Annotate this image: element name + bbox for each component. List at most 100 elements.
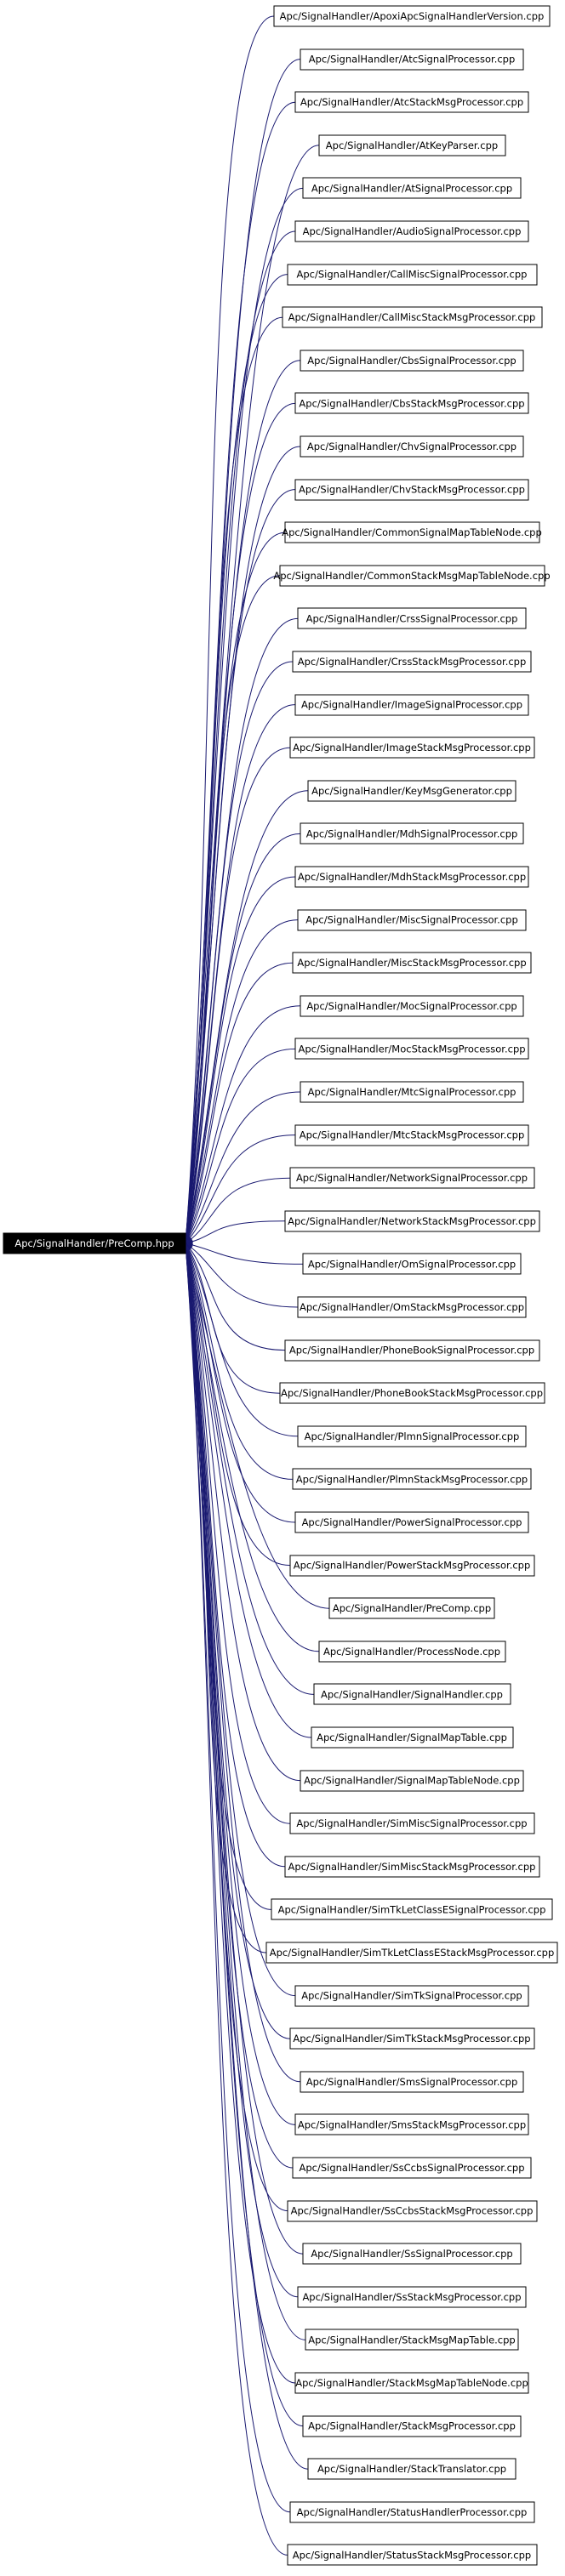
includer-node-sms-signal-processor[interactable]: Apc/SignalHandler/SmsSignalProcessor.cpp [300,2071,524,2093]
include-edge-om-signal-processor [185,1241,304,1265]
includer-node-box [289,1555,535,1577]
includer-node-chv-stack-msg-processor[interactable]: Apc/SignalHandler/ChvStackMsgProcessor.c… [294,479,529,501]
includer-node-om-stack-msg-processor[interactable]: Apc/SignalHandler/OmStackMsgProcessor.cp… [297,1296,527,1318]
includer-node-box [282,306,543,328]
includer-node-status-stack-msg-processor[interactable]: Apc/SignalHandler/StatusStackMsgProcesso… [287,2544,538,2566]
includer-node-crss-stack-msg-processor[interactable]: Apc/SignalHandler/CrssStackMsgProcessor.… [292,651,532,673]
includer-node-box [287,264,538,286]
include-edge-sim-misc-signal-processor [182,1243,291,1824]
includer-node-sim-tk-stack-msg-processor[interactable]: Apc/SignalHandler/SimTkStackMsgProcessor… [289,2027,535,2050]
includer-node-box [292,2157,532,2179]
includer-node-sim-tk-let-class-estack-msg-processor[interactable]: Apc/SignalHandler/SimTkLetClassEStackMsg… [265,1942,558,1964]
includer-node-label: Apc/SignalHandler/SimMiscStackMsgProcess… [288,1861,536,1873]
includer-node-label: Apc/SignalHandler/MtcStackMsgProcessor.c… [300,1129,525,1141]
includer-node-box [289,1812,535,1834]
includer-node-cbs-signal-processor[interactable]: Apc/SignalHandler/CbsSignalProcessor.cpp [300,350,524,372]
include-edge-stack-msg-processor [182,1243,304,2427]
includer-node-sim-misc-signal-processor[interactable]: Apc/SignalHandler/SimMiscSignalProcessor… [289,1812,535,1834]
includer-node-common-stack-msg-map-table-node[interactable]: Apc/SignalHandler/CommonStackMsgMapTable… [273,565,551,587]
includer-node-at-key-parser[interactable]: Apc/SignalHandler/AtKeyParser.cpp [318,134,506,156]
includer-node-power-signal-processor[interactable]: Apc/SignalHandler/PowerSignalProcessor.c… [294,1511,529,1533]
includer-node-moc-stack-msg-processor[interactable]: Apc/SignalHandler/MocStackMsgProcessor.c… [294,1038,529,1060]
includer-node-sms-stack-msg-processor[interactable]: Apc/SignalHandler/SmsStackMsgProcessor.c… [294,2113,529,2135]
includer-node-label: Apc/SignalHandler/PreComp.cpp [333,1602,491,1614]
includer-node-network-stack-msg-processor[interactable]: Apc/SignalHandler/NetworkStackMsgProcess… [284,1210,540,1232]
includer-node-plmn-stack-msg-processor[interactable]: Apc/SignalHandler/PlmnStackMsgProcessor.… [292,1468,532,1490]
includer-node-sim-tk-signal-processor[interactable]: Apc/SignalHandler/SimTkSignalProcessor.c… [294,1985,529,2007]
includer-node-ss-ccbs-signal-processor[interactable]: Apc/SignalHandler/SsCcbsSignalProcessor.… [292,2157,532,2179]
includer-node-atc-signal-processor[interactable]: Apc/SignalHandler/AtcSignalProcessor.cpp [300,48,524,71]
includer-node-box [294,866,529,888]
includer-node-crss-signal-processor[interactable]: Apc/SignalHandler/CrssSignalProcessor.cp… [297,607,527,629]
includer-node-label: Apc/SignalHandler/CommonSignalMapTableNo… [282,526,542,538]
includer-node-box [294,479,529,501]
includer-node-ss-stack-msg-processor[interactable]: Apc/SignalHandler/SsStackMsgProcessor.cp… [297,2286,527,2308]
includer-node-stack-msg-processor[interactable]: Apc/SignalHandler/StackMsgProcessor.cpp [302,2415,522,2437]
includer-node-plmn-signal-processor[interactable]: Apc/SignalHandler/PlmnSignalProcessor.cp… [297,1425,527,1447]
include-edge-chv-stack-msg-processor [182,489,296,1244]
includer-node-cbs-stack-msg-processor[interactable]: Apc/SignalHandler/CbsStackMsgProcessor.c… [294,392,529,414]
includer-node-box [294,2372,529,2394]
includer-node-signal-map-table-node[interactable]: Apc/SignalHandler/SignalMapTableNode.cpp [300,1770,524,1792]
includer-node-phone-book-signal-processor[interactable]: Apc/SignalHandler/PhoneBookSignalProcess… [284,1339,540,1362]
includer-node-label: Apc/SignalHandler/PhoneBookSignalProcess… [289,1345,534,1356]
includer-node-mdh-signal-processor[interactable]: Apc/SignalHandler/MdhSignalProcessor.cpp [300,822,524,844]
includer-node-moc-signal-processor[interactable]: Apc/SignalHandler/MocSignalProcessor.cpp [300,995,524,1017]
includer-node-mtc-signal-processor[interactable]: Apc/SignalHandler/MtcSignalProcessor.cpp [300,1081,524,1103]
include-edge-signal-handler [183,1243,315,1695]
includer-node-box [300,2071,524,2093]
includer-node-key-msg-generator[interactable]: Apc/SignalHandler/KeyMsgGenerator.cpp [307,780,516,802]
includer-node-label: Apc/SignalHandler/AtcStackMsgProcessor.c… [300,96,523,108]
includer-node-apoxi-apc-signal-handler-version[interactable]: Apc/SignalHandler/ApoxiApcSignalHandlerV… [273,5,551,27]
includer-node-audio-signal-processor[interactable]: Apc/SignalHandler/AudioSignalProcessor.c… [294,220,529,242]
includer-node-box [305,2329,519,2351]
includer-node-process-node[interactable]: Apc/SignalHandler/ProcessNode.cpp [318,1641,506,1663]
include-edge-phone-book-signal-processor [185,1243,286,1351]
root-node[interactable]: Apc/SignalHandler/PreComp.hpp [3,1232,186,1254]
includer-node-label: Apc/SignalHandler/SimTkSignalProcessor.c… [301,1990,522,2002]
includer-node-ss-ccbs-stack-msg-processor[interactable]: Apc/SignalHandler/SsCcbsStackMsgProcesso… [287,2200,538,2222]
includer-node-mtc-stack-msg-processor[interactable]: Apc/SignalHandler/MtcStackMsgProcessor.c… [294,1124,529,1146]
includer-node-status-handler-processor[interactable]: Apc/SignalHandler/StatusHandlerProcessor… [289,2501,535,2523]
includer-node-image-signal-processor[interactable]: Apc/SignalHandler/ImageSignalProcessor.c… [294,694,529,716]
includer-node-om-signal-processor[interactable]: Apc/SignalHandler/OmSignalProcessor.cpp [302,1253,522,1275]
includer-node-power-stack-msg-processor[interactable]: Apc/SignalHandler/PowerStackMsgProcessor… [289,1555,535,1577]
includer-node-phone-book-stack-msg-processor[interactable]: Apc/SignalHandler/PhoneBookStackMsgProce… [279,1382,545,1404]
includer-node-common-signal-map-table-node[interactable]: Apc/SignalHandler/CommonSignalMapTableNo… [282,521,542,543]
include-edge-image-stack-msg-processor [183,747,291,1244]
includer-node-sim-tk-let-class-esignal-processor[interactable]: Apc/SignalHandler/SimTkLetClassESignalPr… [271,1898,553,1920]
includer-node-box [297,1296,527,1318]
includer-node-image-stack-msg-processor[interactable]: Apc/SignalHandler/ImageStackMsgProcessor… [289,736,535,759]
includer-node-mdh-stack-msg-processor[interactable]: Apc/SignalHandler/MdhStackMsgProcessor.c… [294,866,529,888]
includer-node-signal-map-table[interactable]: Apc/SignalHandler/SignalMapTable.cpp [311,1726,514,1749]
include-edge-status-stack-msg-processor [182,1243,288,2556]
includer-node-box [318,134,506,156]
includer-node-call-misc-stack-msg-processor[interactable]: Apc/SignalHandler/CallMiscStackMsgProces… [282,306,543,328]
include-edge-audio-signal-processor [182,230,296,1244]
includer-node-chv-signal-processor[interactable]: Apc/SignalHandler/ChvSignalProcessor.cpp [300,435,524,458]
includer-node-pre-comp[interactable]: Apc/SignalHandler/PreComp.cpp [328,1597,495,1619]
includer-node-misc-stack-msg-processor[interactable]: Apc/SignalHandler/MiscStackMsgProcessor.… [292,952,532,974]
includer-node-at-signal-processor[interactable]: Apc/SignalHandler/AtSignalProcessor.cpp [302,177,522,199]
include-edge-sms-signal-processor [182,1243,301,2083]
includer-node-box [292,651,532,673]
includer-node-sim-misc-stack-msg-processor[interactable]: Apc/SignalHandler/SimMiscStackMsgProcess… [284,1856,540,1878]
includer-node-call-misc-signal-processor[interactable]: Apc/SignalHandler/CallMiscSignalProcesso… [287,264,538,286]
includer-node-atc-stack-msg-processor[interactable]: Apc/SignalHandler/AtcStackMsgProcessor.c… [294,91,529,113]
includer-node-ss-signal-processor[interactable]: Apc/SignalHandler/SsSignalProcessor.cpp [302,2243,522,2265]
include-edge-sim-misc-stack-msg-processor [182,1243,286,1868]
includer-node-stack-translator[interactable]: Apc/SignalHandler/StackTranslator.cpp [307,2458,516,2480]
include-edge-stack-msg-map-table [182,1243,306,2340]
include-edge-plmn-stack-msg-processor [184,1243,294,1480]
includer-node-stack-msg-map-table[interactable]: Apc/SignalHandler/StackMsgMapTable.cpp [305,2329,519,2351]
includer-node-label: Apc/SignalHandler/MdhSignalProcessor.cpp [306,827,518,839]
include-edge-stack-translator [182,1243,309,2470]
includer-node-box [300,822,524,844]
includer-node-network-signal-processor[interactable]: Apc/SignalHandler/NetworkSignalProcessor… [289,1167,535,1189]
dependency-edges [182,15,330,2556]
includer-node-label: Apc/SignalHandler/SmsStackMsgProcessor.c… [298,2118,526,2130]
includer-node-box [318,1641,506,1663]
includer-node-signal-handler[interactable]: Apc/SignalHandler/SignalHandler.cpp [313,1683,511,1705]
includer-node-stack-msg-map-table-node[interactable]: Apc/SignalHandler/StackMsgMapTableNode.c… [294,2372,529,2394]
includer-node-misc-signal-processor[interactable]: Apc/SignalHandler/MiscSignalProcessor.cp… [297,909,527,931]
